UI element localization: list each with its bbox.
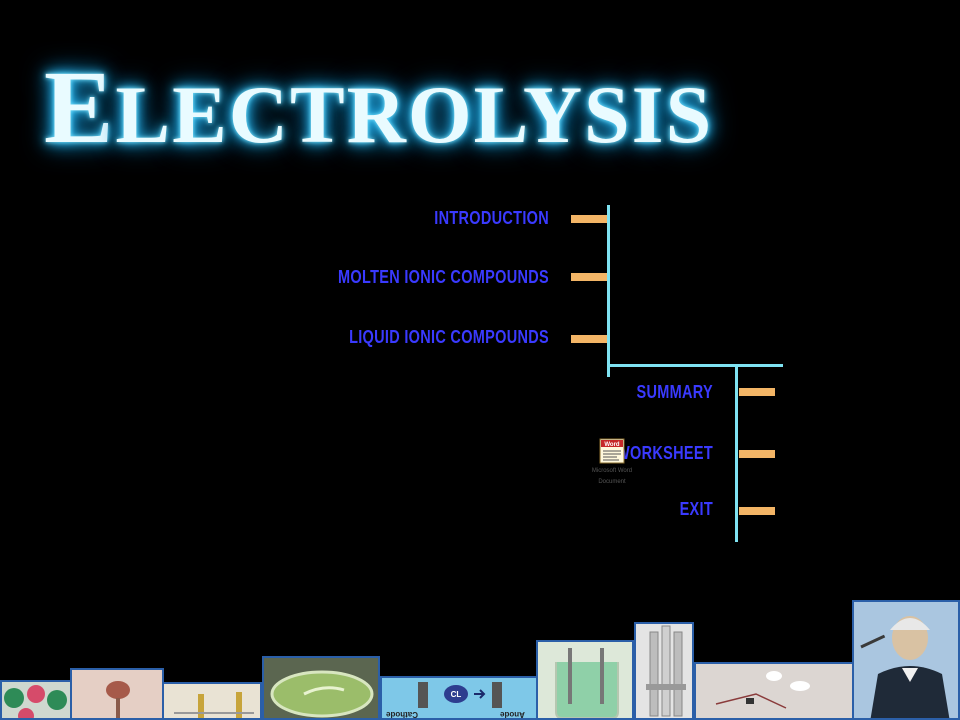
photo-electrode-tubes xyxy=(162,682,262,720)
beaker-graphic xyxy=(555,648,619,718)
menu-liquid-link[interactable]: LIQUID IONIC COMPOUNDS xyxy=(349,327,549,349)
photo-circuit-experiment xyxy=(694,662,854,720)
word-document-icon[interactable]: Word xyxy=(599,438,625,464)
page-title: ELECTROLYSIS xyxy=(44,56,714,165)
photo-electrolysis-diagram: CL Cathode Anode xyxy=(380,676,538,720)
funnel-graphic xyxy=(106,681,130,718)
menu-introduction-link[interactable]: INTRODUCTION xyxy=(434,208,549,230)
cathode-label: Cathode xyxy=(386,710,418,719)
word-document-caption-line1: Microsoft Word xyxy=(591,468,633,474)
title-initial: E xyxy=(44,50,116,165)
menu-molten-link[interactable]: MOLTEN IONIC COMPOUNDS xyxy=(338,267,549,289)
menu-rule-upper-vertical xyxy=(607,205,610,377)
menu-rule-lower-vertical xyxy=(735,364,738,542)
anode-label: Anode xyxy=(500,710,525,719)
photo-beaker xyxy=(536,640,634,720)
cell-diagram-graphic: CL xyxy=(418,682,502,708)
tab-marker-introduction xyxy=(571,215,607,223)
menu-worksheet-link[interactable]: WORKSHEET xyxy=(616,443,713,465)
photo-petri-dish xyxy=(262,656,380,720)
voltameter-graphic xyxy=(646,625,686,717)
menu-exit-link[interactable]: EXIT xyxy=(679,499,713,521)
photo-ion-models xyxy=(0,680,72,720)
tab-marker-exit xyxy=(739,507,775,515)
portrait-graphic xyxy=(860,616,950,718)
tubes-graphic xyxy=(174,692,254,718)
photo-michael-faraday-portrait xyxy=(852,600,960,720)
photo-hofmann-voltameter xyxy=(634,622,694,720)
word-document-caption-line2: Document xyxy=(598,479,626,485)
tab-marker-summary xyxy=(739,388,775,396)
photo-funnel-apparatus xyxy=(70,668,164,720)
menu-rule-horizontal xyxy=(607,364,783,367)
title-rest: LECTROLYSIS xyxy=(115,69,714,160)
tab-marker-worksheet xyxy=(739,450,775,458)
electrode-label: CL xyxy=(451,690,462,699)
ion-spheres-graphic xyxy=(4,685,67,718)
tab-marker-molten xyxy=(571,273,607,281)
menu-summary-link[interactable]: SUMMARY xyxy=(636,382,713,404)
word-icon-label: Word xyxy=(604,442,620,448)
circuit-graphic xyxy=(715,671,810,709)
tab-marker-liquid xyxy=(571,335,607,343)
petri-dish-graphic xyxy=(270,670,374,718)
